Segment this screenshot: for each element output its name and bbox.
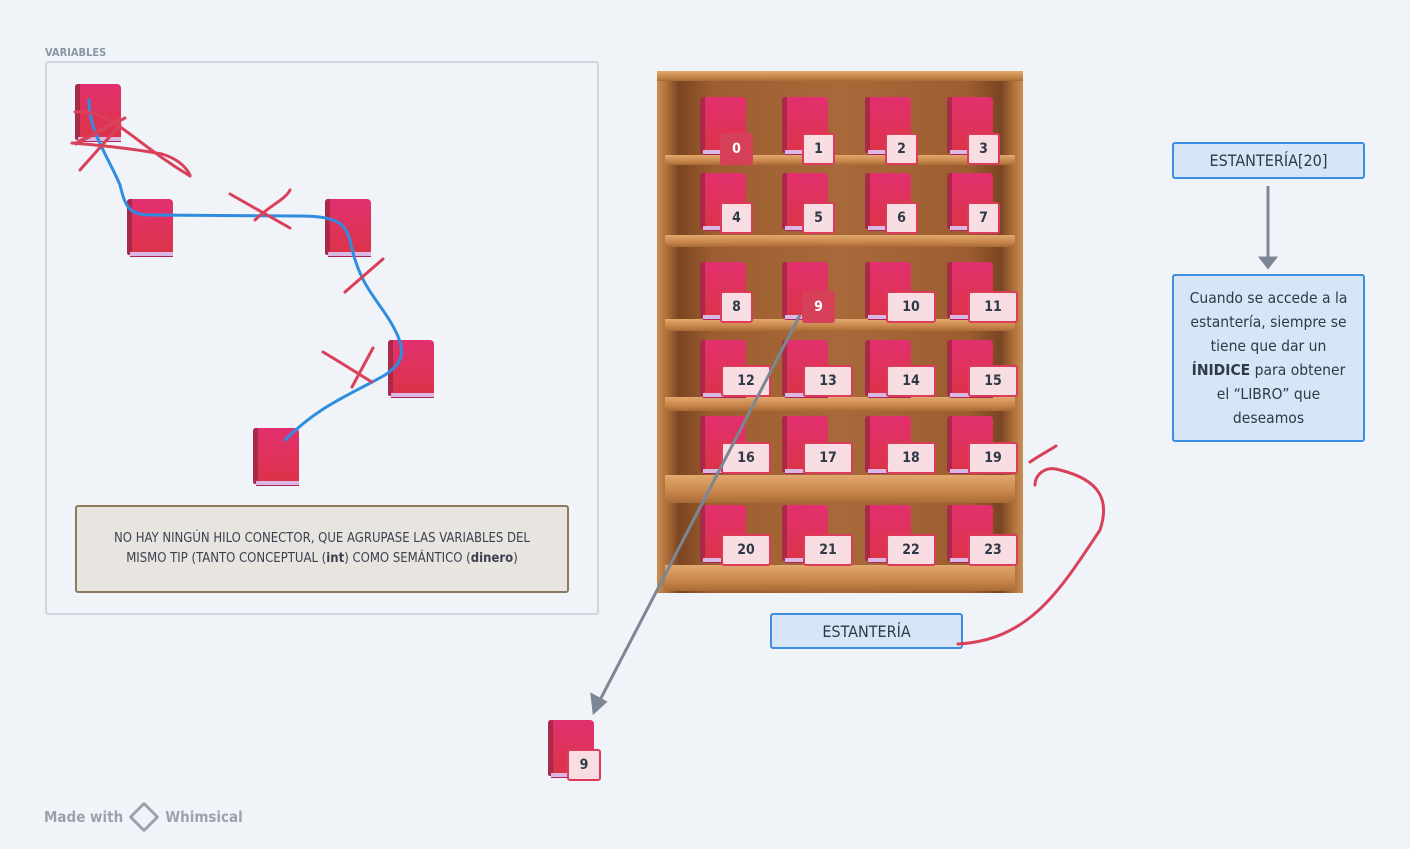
book-index-label: 21 xyxy=(803,534,853,566)
book-index-label: 6 xyxy=(885,202,918,234)
variable-book[interactable] xyxy=(388,340,434,398)
book-index-label: 0 xyxy=(720,133,753,165)
note-bold-dinero: dinero xyxy=(470,551,514,566)
note-text: ) xyxy=(513,551,518,566)
whimsical-logo-icon xyxy=(128,801,160,833)
explanation-box[interactable]: Cuando se accede a la estantería, siempr… xyxy=(1172,274,1365,442)
book-index-label: 4 xyxy=(720,202,753,234)
watermark-brand: Whimsical xyxy=(165,808,243,826)
variable-book[interactable] xyxy=(253,428,299,486)
whimsical-watermark[interactable]: Made with Whimsical xyxy=(44,801,243,833)
variable-book[interactable] xyxy=(127,199,173,257)
book-index-label: 22 xyxy=(886,534,936,566)
book-index-label: 14 xyxy=(886,365,936,397)
variables-note[interactable]: NO HAY NINGÚN HILO CONECTOR, QUE AGRUPAS… xyxy=(75,505,569,593)
book-index-label: 10 xyxy=(886,291,936,323)
book-index-label: 17 xyxy=(803,442,853,474)
shelf-label-box[interactable]: ESTANTERÍA xyxy=(770,613,963,649)
book-index-label: 2 xyxy=(885,133,918,165)
explanation-bold: ÍNIDICE xyxy=(1191,361,1251,379)
book-index-label: 5 xyxy=(802,202,835,234)
note-text: ) COMO SEMÁNTICO ( xyxy=(344,551,471,566)
array-arrow xyxy=(1257,186,1279,270)
book-index-label: 13 xyxy=(803,365,853,397)
explanation-text: para obtener el “LIBRO” que deseamos xyxy=(1216,361,1346,427)
book-index-label: 3 xyxy=(967,133,1000,165)
book-index-label: 11 xyxy=(968,291,1018,323)
variable-book[interactable] xyxy=(325,199,371,257)
book-index-label: 20 xyxy=(721,534,771,566)
variables-frame[interactable] xyxy=(45,61,599,615)
note-line-1: NO HAY NINGÚN HILO CONECTOR, QUE AGRUPAS… xyxy=(114,531,530,546)
watermark-prefix: Made with xyxy=(44,808,124,826)
book-index-label: 7 xyxy=(967,202,1000,234)
book-index-label: 12 xyxy=(721,365,771,397)
book-index-label: 16 xyxy=(721,442,771,474)
extracted-book-index: 9 xyxy=(567,749,601,781)
book-index-label: 18 xyxy=(886,442,936,474)
array-box[interactable]: ESTANTERÍA[20] xyxy=(1172,142,1365,179)
book-index-label: 9 xyxy=(802,291,835,323)
book-index-label: 15 xyxy=(968,365,1018,397)
book-index-label: 8 xyxy=(720,291,753,323)
explanation-text: Cuando se accede a la estantería, siempr… xyxy=(1189,289,1348,355)
note-bold-int: int xyxy=(326,551,345,566)
variable-book[interactable] xyxy=(75,84,121,142)
book-index-label: 23 xyxy=(968,534,1018,566)
book-index-label: 1 xyxy=(802,133,835,165)
note-text: MISMO TIP (TANTO CONCEPTUAL ( xyxy=(126,551,327,566)
book-index-label: 19 xyxy=(968,442,1018,474)
variables-frame-title: VARIABLES xyxy=(45,46,107,59)
